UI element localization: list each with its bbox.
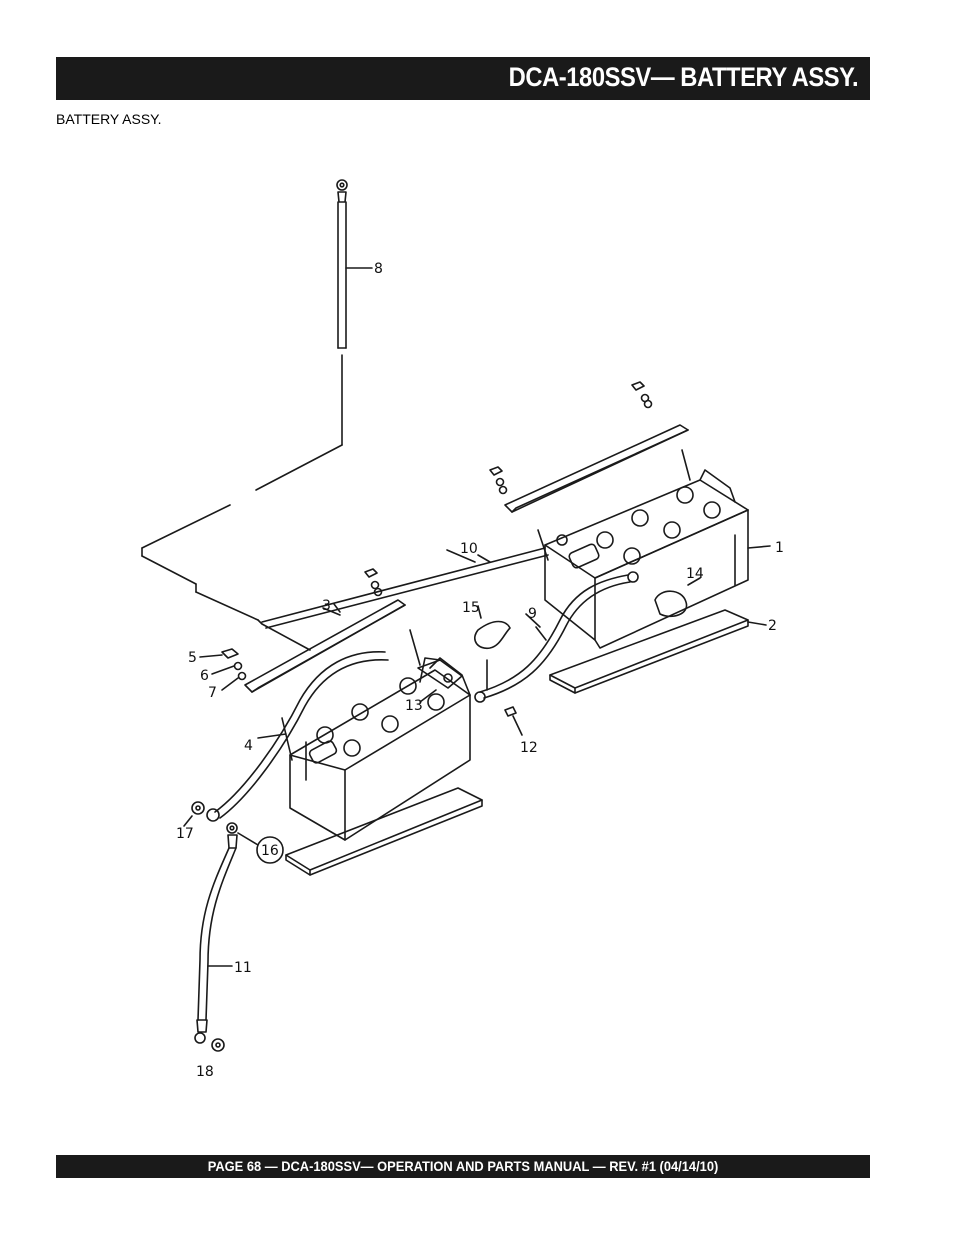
footer-text: PAGE 68 — DCA-180SSV— OPERATION AND PART…	[207, 1158, 719, 1174]
callout-13: 13	[405, 698, 423, 714]
callout-11: 11	[234, 960, 252, 976]
callout-10: 10	[460, 541, 478, 557]
star-washers	[183, 801, 225, 1052]
cable-4	[206, 651, 389, 822]
section-subtitle: BATTERY ASSY.	[56, 111, 162, 127]
bolt-assembly	[199, 648, 247, 691]
tray-rear	[549, 609, 767, 694]
callout-16-circle	[256, 836, 284, 864]
terminal-cover-14	[654, 577, 701, 618]
callout-6: 6	[200, 668, 209, 684]
cable-9	[474, 571, 639, 703]
callout-15: 15	[462, 600, 480, 616]
terminal-cover-15	[474, 605, 511, 691]
callout-8: 8	[374, 261, 383, 277]
base-plate-outline	[141, 504, 311, 651]
callout-17: 17	[176, 826, 194, 842]
callout-7: 7	[208, 685, 217, 701]
hold-down-bar-rear	[489, 381, 691, 561]
callout-4: 4	[244, 738, 253, 754]
cable-8	[255, 179, 348, 491]
cable-10	[261, 534, 568, 629]
callout-2: 2	[768, 618, 777, 634]
bracket-13	[417, 659, 463, 689]
battery-rear	[544, 469, 771, 649]
bolt-12	[504, 706, 523, 736]
callout-14: 14	[686, 566, 704, 582]
callout-3: 3	[322, 598, 331, 614]
hold-down-bar-front	[244, 568, 421, 761]
callout-16: 16	[261, 843, 279, 859]
tray-front	[285, 787, 483, 876]
header-bar: DCA-180SSV— BATTERY ASSY.	[56, 57, 870, 100]
callout-1: 1	[775, 540, 784, 556]
callout-9: 9	[528, 606, 537, 622]
callout-5: 5	[188, 650, 197, 666]
cable-11	[194, 822, 238, 1044]
page-title: DCA-180SSV— BATTERY ASSY.	[508, 62, 859, 92]
footer-bar: PAGE 68 — DCA-180SSV— OPERATION AND PART…	[56, 1155, 870, 1178]
callout-18: 18	[196, 1064, 214, 1080]
callout-12: 12	[520, 740, 538, 756]
battery-front	[289, 657, 471, 841]
